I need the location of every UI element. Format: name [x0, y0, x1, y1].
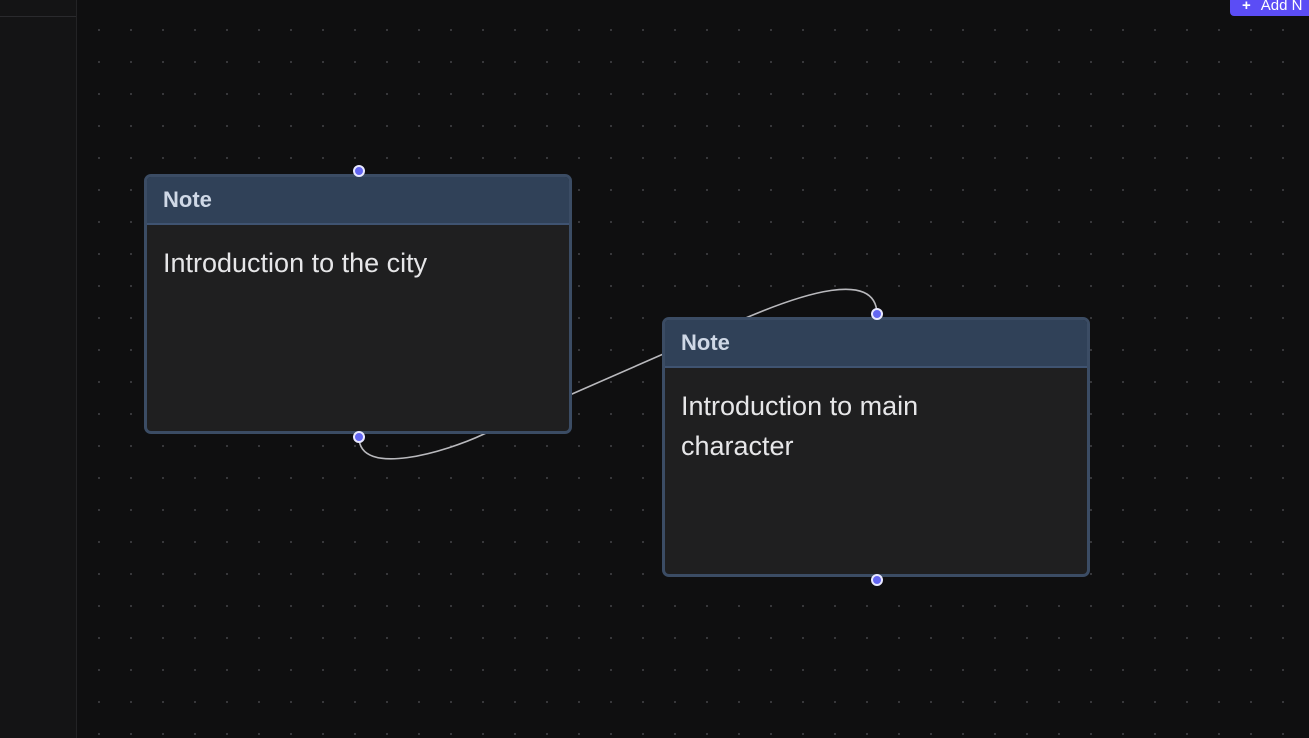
node-character-top-handle[interactable] — [871, 308, 883, 320]
node-text-line: Introduction to main — [681, 391, 919, 421]
node-city-top-handle[interactable] — [353, 165, 365, 177]
plus-icon: + — [1242, 0, 1251, 14]
node-text-line: character — [681, 431, 794, 461]
node-header: Note — [665, 320, 1087, 368]
node-title: Note — [681, 330, 730, 355]
add-node-button[interactable]: + Add N — [1230, 0, 1309, 16]
node-title: Note — [163, 187, 212, 212]
node-header: Note — [147, 177, 569, 225]
sidebar-divider — [0, 16, 76, 17]
add-node-label: Add N — [1260, 0, 1303, 14]
node-text: Introduction to the city — [163, 248, 428, 278]
node-character-bottom-handle[interactable] — [871, 574, 883, 586]
note-node-city[interactable]: Note Introduction to the city — [144, 174, 572, 434]
note-node-character[interactable]: Note Introduction to main character — [662, 317, 1090, 577]
node-body[interactable]: Introduction to the city — [147, 225, 569, 301]
node-city-bottom-handle[interactable] — [353, 431, 365, 443]
node-body[interactable]: Introduction to main character — [665, 368, 1087, 484]
sidebar — [0, 0, 77, 738]
